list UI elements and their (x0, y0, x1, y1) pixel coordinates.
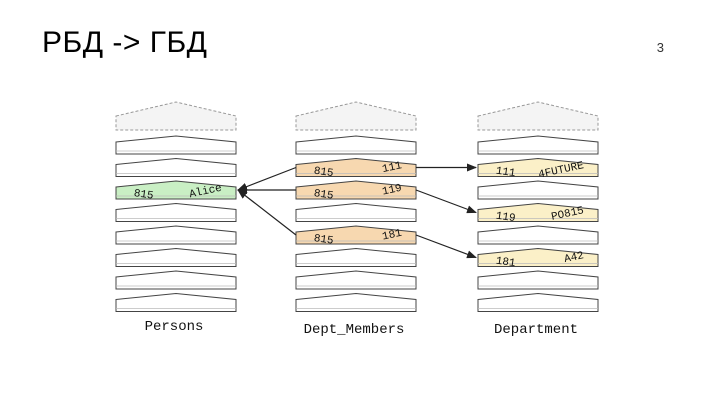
table-row (477, 135, 599, 155)
row-slab (477, 292, 599, 312)
table-row: 815 119 (295, 180, 417, 203)
row-key-text: 815 (133, 188, 154, 203)
row-slab (477, 247, 599, 267)
row-slab (115, 292, 237, 312)
row-slab (115, 270, 237, 290)
slide-title: РБД -> ГБД (42, 26, 208, 59)
table-label-department: Department (494, 322, 578, 338)
row-slab (115, 157, 237, 177)
link-arrow (415, 189, 477, 214)
row-slab (477, 202, 599, 222)
row-value-text: 119 (381, 183, 403, 199)
table-row (295, 135, 417, 155)
table-label-persons: Persons (145, 319, 204, 335)
table-row (115, 247, 237, 267)
table-row (295, 292, 417, 312)
row-slab (295, 157, 417, 177)
row-slab (295, 270, 417, 290)
stack-top-cap (115, 101, 237, 131)
table-row: 815 111 (295, 157, 417, 181)
row-slab (115, 202, 237, 222)
row-key-text: 111 (495, 166, 517, 181)
link-arrows (237, 163, 477, 259)
stack-top-cap (295, 101, 417, 131)
row-slab (115, 180, 237, 200)
table-row (115, 157, 237, 177)
row-slab (477, 225, 599, 245)
row-key-text: 815 (313, 188, 334, 203)
link-arrow (237, 166, 297, 191)
row-slab (477, 270, 599, 290)
row-slab (295, 247, 417, 267)
table-row (115, 225, 237, 245)
table-row (477, 270, 599, 290)
row-slab (477, 135, 599, 155)
table-row (115, 135, 237, 155)
table-row (295, 202, 417, 222)
row-slab (115, 225, 237, 245)
table-row: 815 181 (295, 225, 417, 248)
row-key-text: 119 (495, 211, 516, 226)
table-row (477, 180, 599, 200)
link-arrow (237, 189, 297, 236)
table-row (115, 292, 237, 312)
row-slab (295, 180, 417, 200)
table-row (115, 202, 237, 222)
row-slab (115, 135, 237, 155)
row-key-text: 181 (495, 256, 517, 271)
row-slab (295, 135, 417, 155)
table-row (295, 270, 417, 290)
table-row (115, 270, 237, 290)
row-slab (295, 292, 417, 312)
row-key-text: 815 (313, 166, 334, 181)
row-slab (477, 180, 599, 200)
slide-number: 3 (656, 40, 664, 55)
table-row (295, 247, 417, 267)
link-arrow (415, 234, 477, 259)
table-row: 181 A42 (477, 247, 599, 271)
row-slab (115, 247, 237, 267)
stack-top-cap (477, 101, 599, 131)
table-row (477, 225, 599, 245)
row-key-text: 815 (313, 233, 334, 248)
row-slab (477, 157, 599, 177)
row-slab (295, 225, 417, 245)
row-value-text: 181 (381, 228, 403, 244)
row-value-text: 111 (381, 160, 403, 176)
row-slab (295, 202, 417, 222)
row-value-text: A42 (563, 250, 585, 266)
table-label-dept_members: Dept_Members (304, 322, 405, 338)
table-row (477, 292, 599, 312)
